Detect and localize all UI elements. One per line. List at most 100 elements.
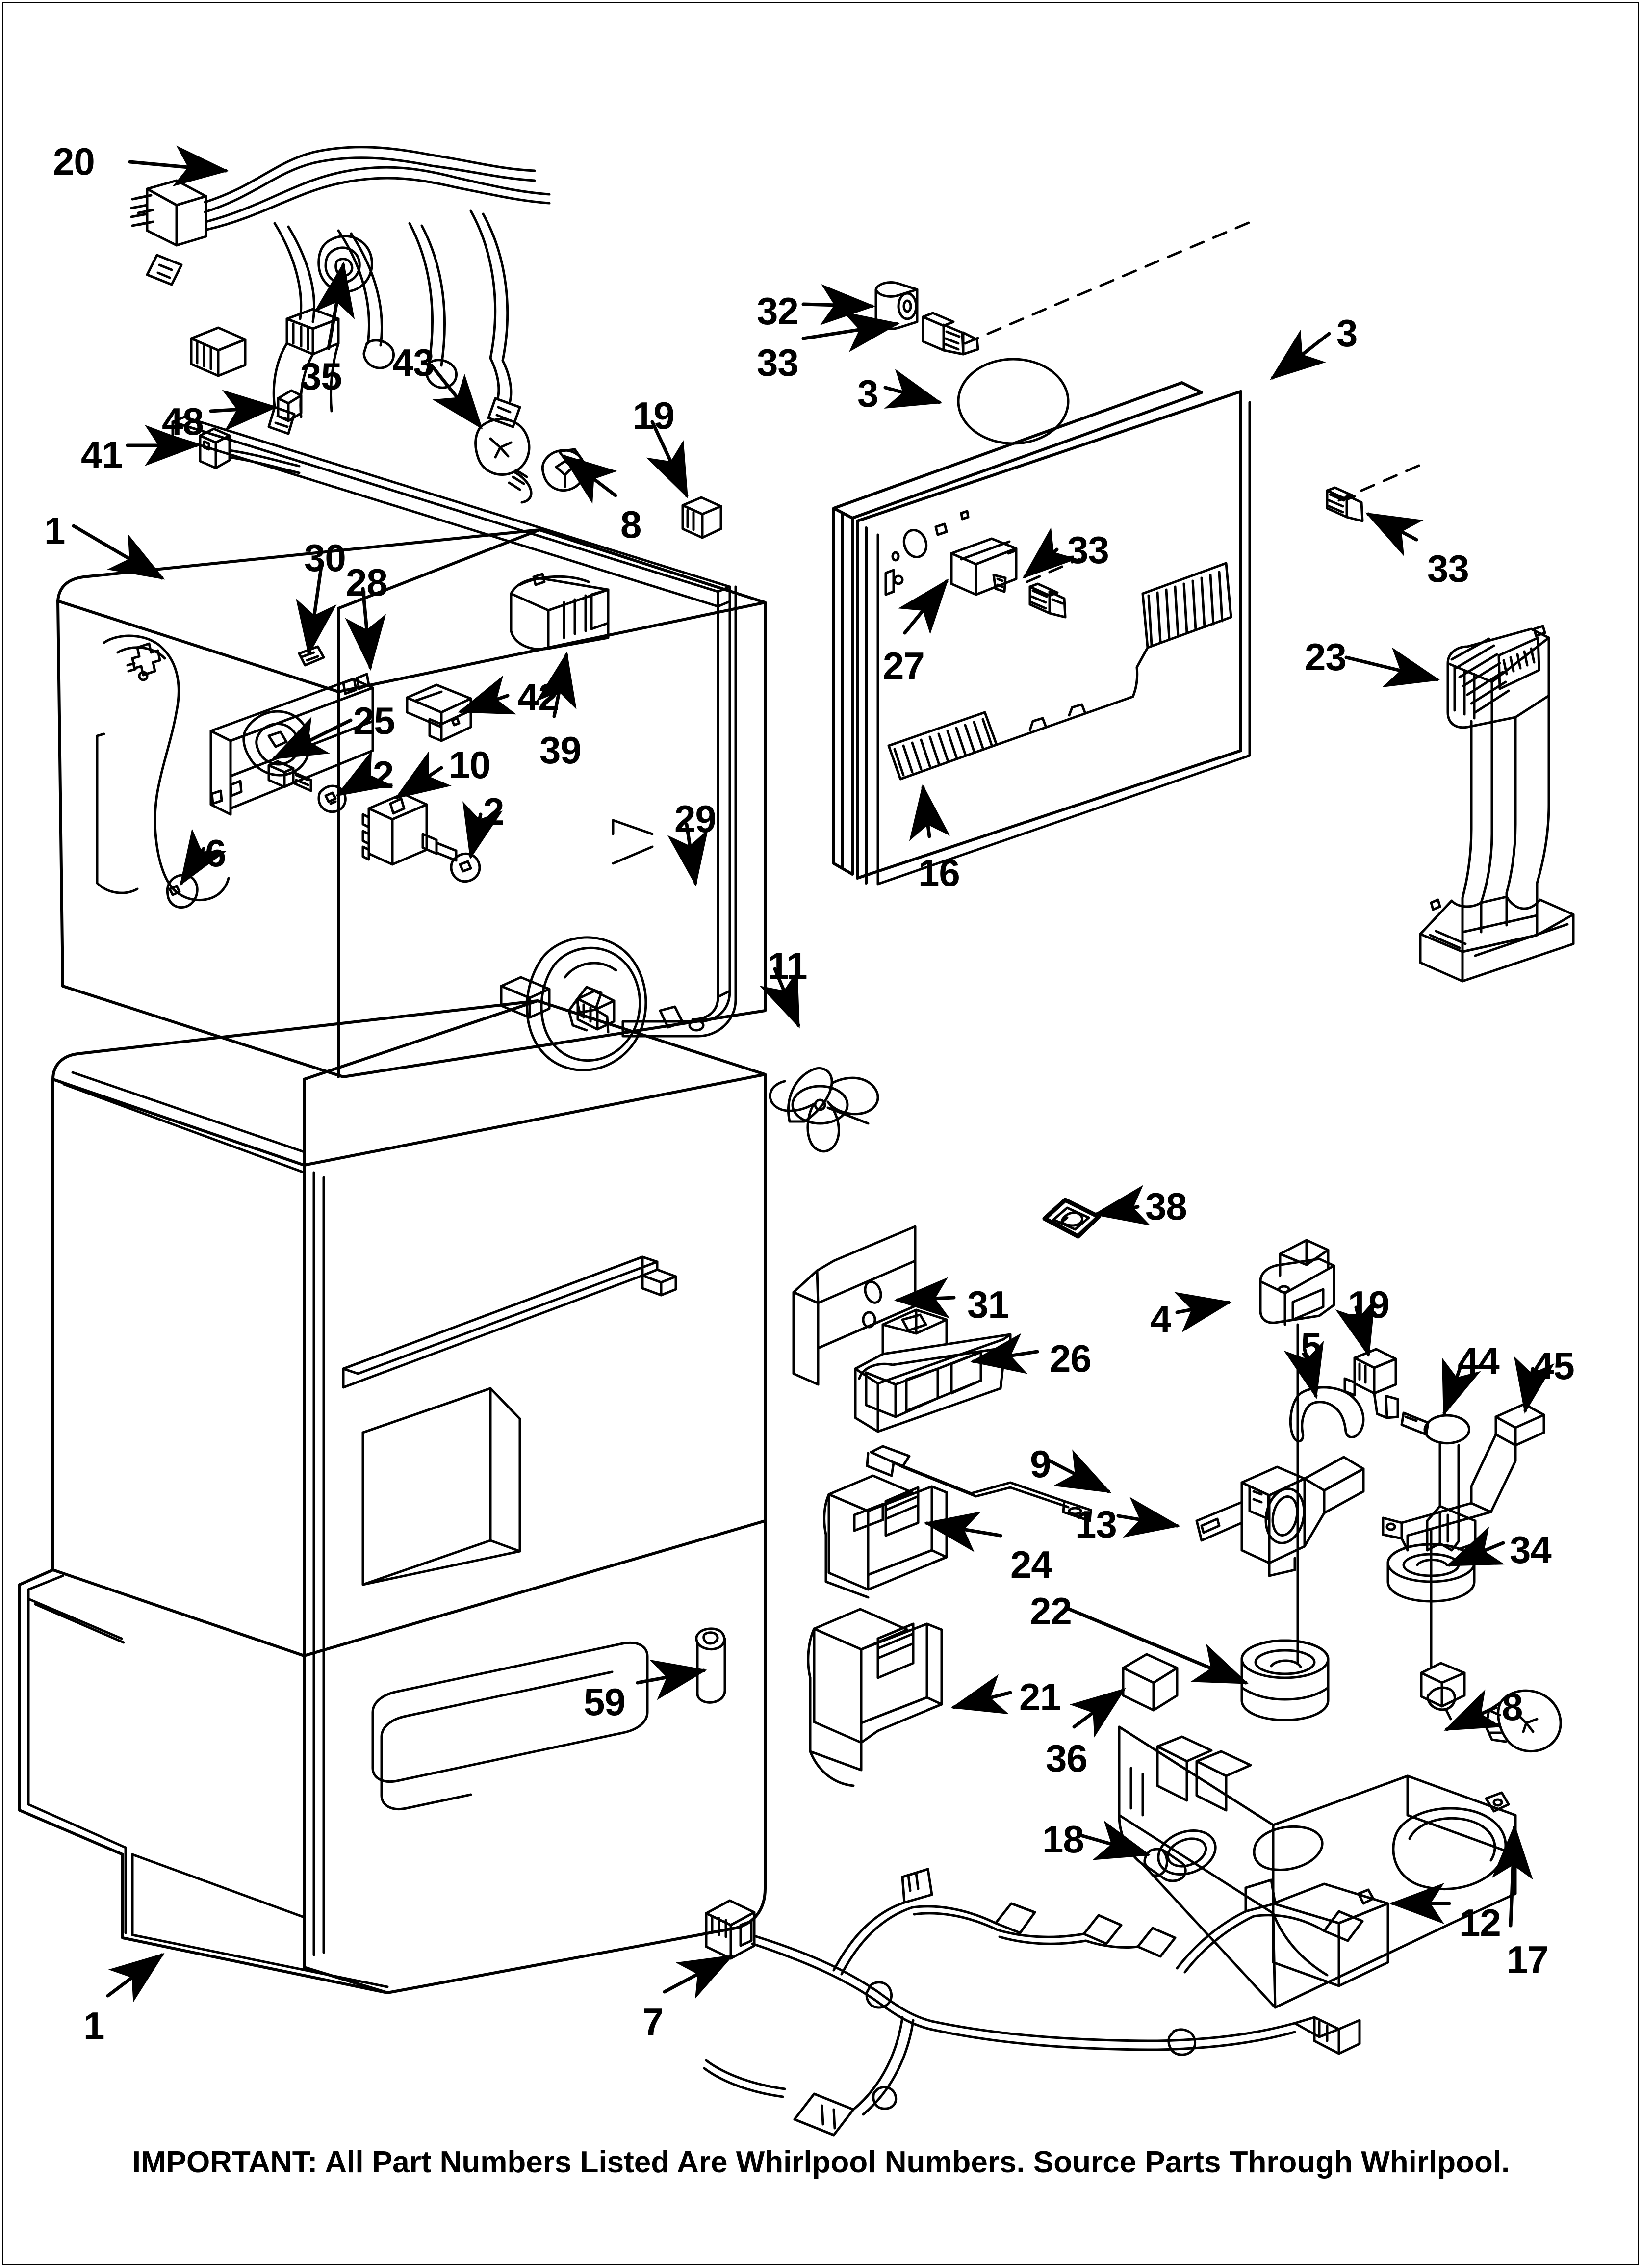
callout-leader-water-line-bracket bbox=[1514, 1356, 1555, 1414]
callout-label-harness-grommet: 35 bbox=[300, 355, 342, 398]
evaporator-fan-art bbox=[526, 936, 879, 1153]
callout-leader-damper-control-screw bbox=[271, 716, 353, 760]
callout-leader-mounting-bracket bbox=[458, 675, 516, 715]
callout-label-water-valve-solenoid: 4 bbox=[1150, 1298, 1171, 1341]
callout-label-liner-fastener: 30 bbox=[304, 536, 346, 579]
callout-label-retainer-clip: 5 bbox=[1301, 1325, 1322, 1368]
callout-leader-cabinet-liner-lower bbox=[106, 1953, 165, 2003]
callout-label-drain-trough-cover: 26 bbox=[1050, 1337, 1092, 1380]
callout-label-damper-grommet: 2 bbox=[373, 753, 394, 796]
water-tube-fitting-art bbox=[1400, 1411, 1477, 1552]
callout-leader-main-wiring-harness bbox=[128, 145, 229, 187]
callout-label-thermistor-connector: 41 bbox=[81, 433, 123, 476]
callout-leader-wire-cover bbox=[898, 578, 949, 635]
callout-leader-rear-panel-liner bbox=[909, 784, 950, 841]
callout-label-hex-head-screw: 33 bbox=[1067, 528, 1109, 572]
callout-leader-leveling-foot bbox=[636, 1659, 707, 1700]
callout-leader-insulation-block bbox=[1069, 1688, 1126, 1738]
callout-leader-drain-pan-housing bbox=[950, 1674, 1012, 1715]
callout-label-hex-head-screw: 33 bbox=[1427, 547, 1469, 590]
callout-leader-light-bulb bbox=[430, 364, 483, 430]
light-housing-art bbox=[510, 573, 610, 651]
callout-leader-damper-grommet bbox=[462, 801, 503, 860]
light-socket-8b-art bbox=[1420, 1662, 1466, 1721]
callout-leader-retainer-clip bbox=[1283, 1341, 1324, 1399]
callout-leader-model-rating-plate bbox=[1093, 1185, 1151, 1226]
callout-label-lower-wiring-harness: 7 bbox=[642, 2000, 664, 2043]
callout-label-mounting-bracket: 42 bbox=[517, 676, 560, 719]
light-bulb-art bbox=[474, 417, 533, 504]
insulation-block-art bbox=[1122, 1653, 1179, 1712]
callout-label-leveling-foot: 59 bbox=[584, 1680, 626, 1723]
callout-label-drain-cup: 22 bbox=[1030, 1590, 1072, 1633]
callout-label-damper-bracket: 28 bbox=[346, 561, 388, 604]
retainer-clip-art bbox=[1289, 1386, 1365, 1443]
callout-label-rear-panel-liner: 16 bbox=[918, 851, 960, 894]
callout-label-liner-support-rail: 29 bbox=[674, 797, 717, 840]
callout-label-light-housing: 39 bbox=[539, 729, 582, 772]
callout-label-liner-trim-clip: 48 bbox=[162, 400, 204, 443]
callout-leader-wire-connector bbox=[1335, 1299, 1375, 1357]
callout-label-fuse: 18 bbox=[1042, 1818, 1084, 1861]
callout-leader-air-duct-tower bbox=[1344, 647, 1440, 687]
callout-label-water-tube-fitting: 44 bbox=[1458, 1339, 1500, 1382]
callout-label-insulation-pad: 31 bbox=[967, 1283, 1009, 1326]
callout-leader-grommet-seal bbox=[1446, 1526, 1505, 1567]
callout-label-light-socket: 8 bbox=[620, 503, 641, 546]
callout-leader-water-valve-solenoid bbox=[1174, 1292, 1232, 1332]
callout-label-air-duct-tower: 23 bbox=[1305, 635, 1347, 678]
callout-leader-light-socket bbox=[561, 454, 617, 504]
callout-label-base-grille-pan: 12 bbox=[1459, 1901, 1501, 1944]
rear-panel-detail bbox=[876, 358, 1251, 886]
callout-leader-wire-connector bbox=[646, 420, 689, 499]
callout-leader-drain-tube bbox=[1045, 1449, 1112, 1493]
diagram-caption: IMPORTANT: All Part Numbers Listed Are W… bbox=[132, 2145, 1510, 2179]
callout-label-liner-plug: 6 bbox=[205, 832, 226, 875]
callout-label-drain-pan-housing: 21 bbox=[1019, 1675, 1061, 1719]
liner-inner-detail bbox=[96, 634, 230, 909]
main-wiring-harness-art bbox=[130, 146, 551, 435]
hex-screw-33a-art bbox=[922, 312, 979, 356]
callout-label-light-socket: 8 bbox=[1502, 1685, 1523, 1728]
drain-pan-support-art bbox=[823, 1474, 948, 1599]
liner-trim-clip-art bbox=[277, 389, 303, 422]
callout-label-spacer-bushing: 32 bbox=[757, 289, 799, 333]
callout-label-main-wiring-harness: 20 bbox=[53, 140, 95, 183]
callout-leader-fan-motor-bracket bbox=[1116, 1497, 1180, 1538]
callout-leader-damper-grommet bbox=[335, 750, 393, 797]
callout-label-wire-connector: 19 bbox=[633, 394, 675, 437]
wire-cover-art bbox=[950, 537, 1018, 596]
callout-label-cabinet-liner-lower: 1 bbox=[83, 2004, 104, 2047]
drain-cup-art bbox=[1240, 1639, 1330, 1721]
cabinet-lower-detail bbox=[27, 1071, 726, 1988]
callout-leader-water-tube-fitting bbox=[1442, 1357, 1481, 1416]
lower-wiring-harness-art bbox=[703, 1868, 1364, 2137]
callout-label-drain-tube: 9 bbox=[1030, 1442, 1051, 1486]
fan-motor-bracket-art bbox=[1195, 1456, 1365, 1577]
drain-tube-art bbox=[866, 1445, 1092, 1522]
drain-trough-cover-art bbox=[854, 1308, 1012, 1433]
cabinet-lower-art bbox=[18, 999, 767, 1994]
callout-label-damper-control-assembly: 10 bbox=[449, 743, 491, 786]
callout-leader-drain-cup bbox=[1067, 1607, 1249, 1685]
callout-leader-harness-grommet bbox=[314, 261, 355, 350]
wire-connector-19-art bbox=[681, 496, 722, 539]
callout-label-insulation-block: 36 bbox=[1046, 1737, 1088, 1780]
callout-label-model-rating-plate: 38 bbox=[1145, 1185, 1187, 1228]
callout-leader-light-bulb-lower bbox=[1491, 1824, 1533, 1928]
model-rating-plate-art bbox=[1042, 1198, 1101, 1239]
callout-leader-drain-trough-cover bbox=[970, 1333, 1039, 1374]
spacer-bushing-art bbox=[874, 281, 919, 330]
callout-leader-evaporator-fan-blade bbox=[759, 967, 800, 1029]
water-valve-art bbox=[1259, 1239, 1335, 1665]
callout-label-liner-gasket: 3 bbox=[857, 372, 878, 415]
callout-label-light-bulb: 43 bbox=[392, 341, 435, 384]
callout-leader-liner-trim-clip bbox=[209, 390, 278, 431]
callout-leader-lower-wiring-harness bbox=[663, 1955, 734, 1999]
insulation-pad-art bbox=[792, 1225, 917, 1386]
hex-screw-33b-art bbox=[1028, 582, 1067, 619]
cabinet-liner-upper-art bbox=[56, 528, 767, 1078]
callout-label-fan-motor-bracket: 13 bbox=[1075, 1503, 1117, 1546]
